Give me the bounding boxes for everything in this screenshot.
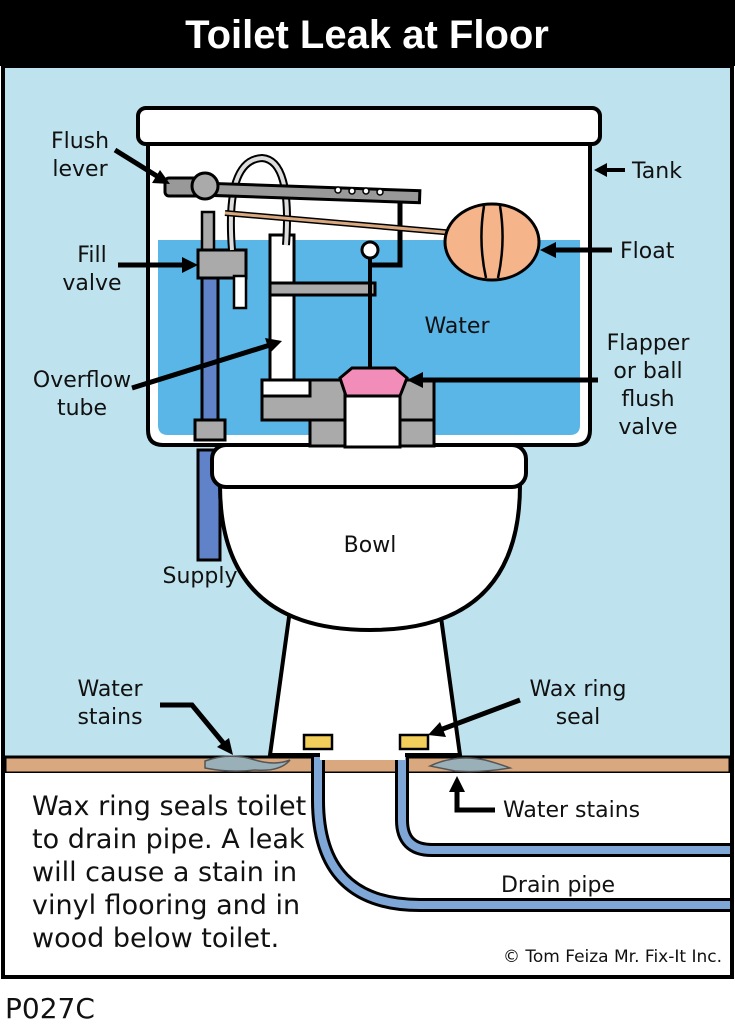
tank-arrowhead — [594, 163, 607, 177]
float-arrowhead — [540, 242, 556, 258]
overflow-tube-shape — [268, 233, 296, 395]
chain-clip — [360, 240, 380, 260]
water-stains-right-arrowhead — [449, 776, 465, 792]
below-floor — [5, 773, 730, 975]
bowl-rim — [210, 443, 528, 489]
float-label: Float — [620, 239, 675, 264]
figure-code: P027C — [5, 992, 95, 1024]
title-bar — [0, 0, 735, 66]
water-stains-left-pointer — [160, 702, 227, 747]
flush-lever-nut — [190, 171, 220, 201]
tank-lid — [136, 106, 602, 146]
flapper-valve — [338, 366, 409, 398]
chain-arm — [268, 281, 377, 297]
overflow-tube-arrowhead — [265, 338, 282, 353]
drain-pipe-label: Drain pipe — [501, 873, 615, 898]
wax-ring-right — [398, 733, 430, 751]
wax-ring-arrowhead — [428, 722, 446, 737]
water-stain-right — [427, 757, 513, 773]
bowl-label: Bowl — [344, 533, 397, 558]
flush-lever-arrowhead — [152, 170, 170, 184]
wax-ring-pointer — [439, 697, 521, 733]
refill-hose-inner — [228, 155, 289, 251]
overflow-collar — [260, 378, 312, 398]
overflow-tube-pointer — [131, 342, 271, 391]
supply-label: Supply — [163, 564, 238, 589]
water-label: Water — [424, 314, 490, 339]
tank-label: Tank — [631, 159, 682, 184]
wax-ring-left — [302, 733, 334, 751]
fill-valve-shape — [193, 210, 248, 442]
caption-text: Wax ring seals toilet to drain pipe. A l… — [32, 791, 315, 954]
water-stain-left — [204, 755, 291, 772]
diagram-title: Toilet Leak at Floor — [185, 13, 549, 57]
flush-lever-pointer — [113, 147, 162, 181]
water-stains-left-arrowhead — [217, 738, 233, 755]
fill-valve-arrowhead — [182, 257, 198, 273]
float-rod-inner — [224, 211, 456, 235]
float-rod-link — [370, 200, 403, 268]
pedestal-gap — [320, 740, 405, 760]
toilet-bowl — [217, 483, 523, 633]
arm-holes — [334, 186, 384, 196]
float-seam — [480, 205, 504, 279]
drain-pipe — [311, 757, 730, 912]
flapper-arrowhead — [407, 372, 423, 388]
copyright-text: © Tom Feiza Mr. Fix-It Inc. — [503, 947, 722, 967]
float-ball — [443, 202, 541, 282]
water-stains-right-pointer — [454, 790, 495, 813]
water-stains-right-label: Water stains — [503, 798, 640, 823]
